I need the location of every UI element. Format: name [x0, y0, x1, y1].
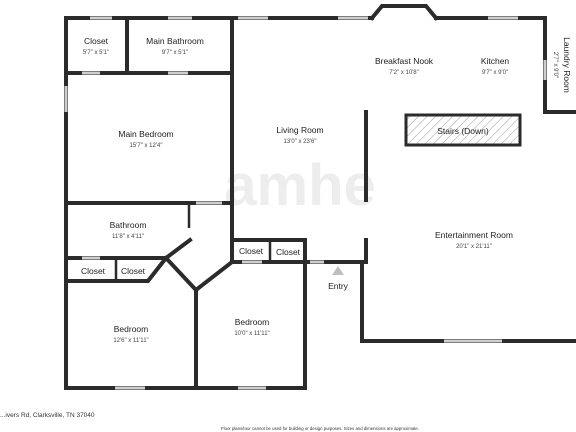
room-dims-closet-top: 5'7" x 5'1"	[83, 50, 109, 56]
room-dims-laundry-room: 2'7" x 9'0"	[552, 52, 558, 78]
room-label-main-bathroom: Main Bathroom	[146, 36, 204, 46]
footer-disclaimer: Floor plans/tour cannot be used for buil…	[221, 426, 419, 431]
windows	[64, 16, 547, 390]
room-dims-main-bedroom: 15'7" x 12'4"	[130, 143, 163, 149]
room-dims-kitchen: 9'7" x 9'0"	[482, 70, 508, 76]
room-dims-bathroom: 11'8" x 4'11"	[112, 234, 144, 240]
room-label-stairs: Stairs (Down)	[437, 126, 489, 136]
room-label-bathroom: Bathroom	[110, 220, 147, 230]
room-label-bedroom-right: Bedroom	[235, 317, 270, 327]
room-label-bedroom-left: Bedroom	[114, 324, 149, 334]
room-dims-main-bathroom: 9'7" x 5'1"	[162, 50, 188, 56]
room-label-living-room: Living Room	[276, 125, 323, 135]
watermark: amhe	[224, 153, 376, 218]
room-label-breakfast-nook: Breakfast Nook	[375, 56, 434, 66]
room-label-kitchen: Kitchen	[481, 56, 510, 66]
room-dims-bedroom-right: 10'0" x 11'11"	[234, 331, 269, 337]
room-dims-bedroom-left: 12'6" x 11'11"	[113, 338, 148, 344]
entry-label: Entry	[328, 281, 349, 291]
room-dims-breakfast-nook: 7'2" x 10'8"	[389, 70, 419, 76]
footer-address: ...ivers Rd, Clarksville, TN 37040	[0, 412, 95, 419]
room-label-closet-a: Closet	[81, 266, 106, 276]
room-dims-living-room: 13'0" x 23'6"	[284, 139, 317, 145]
room-label-closet-b: Closet	[121, 266, 146, 276]
room-label-closet-c: Closet	[239, 246, 264, 256]
stairs	[404, 113, 522, 147]
room-label-closet-top: Closet	[84, 36, 109, 46]
room-label-closet-d: Closet	[276, 247, 301, 257]
room-label-main-bedroom: Main Bedroom	[118, 129, 173, 139]
room-label-laundry-room: Laundry Room	[562, 37, 572, 93]
room-label-entertainment-room: Entertainment Room	[435, 230, 513, 240]
entry-arrow-icon	[332, 266, 344, 275]
room-dims-entertainment-room: 20'1" x 21'11"	[456, 244, 492, 250]
